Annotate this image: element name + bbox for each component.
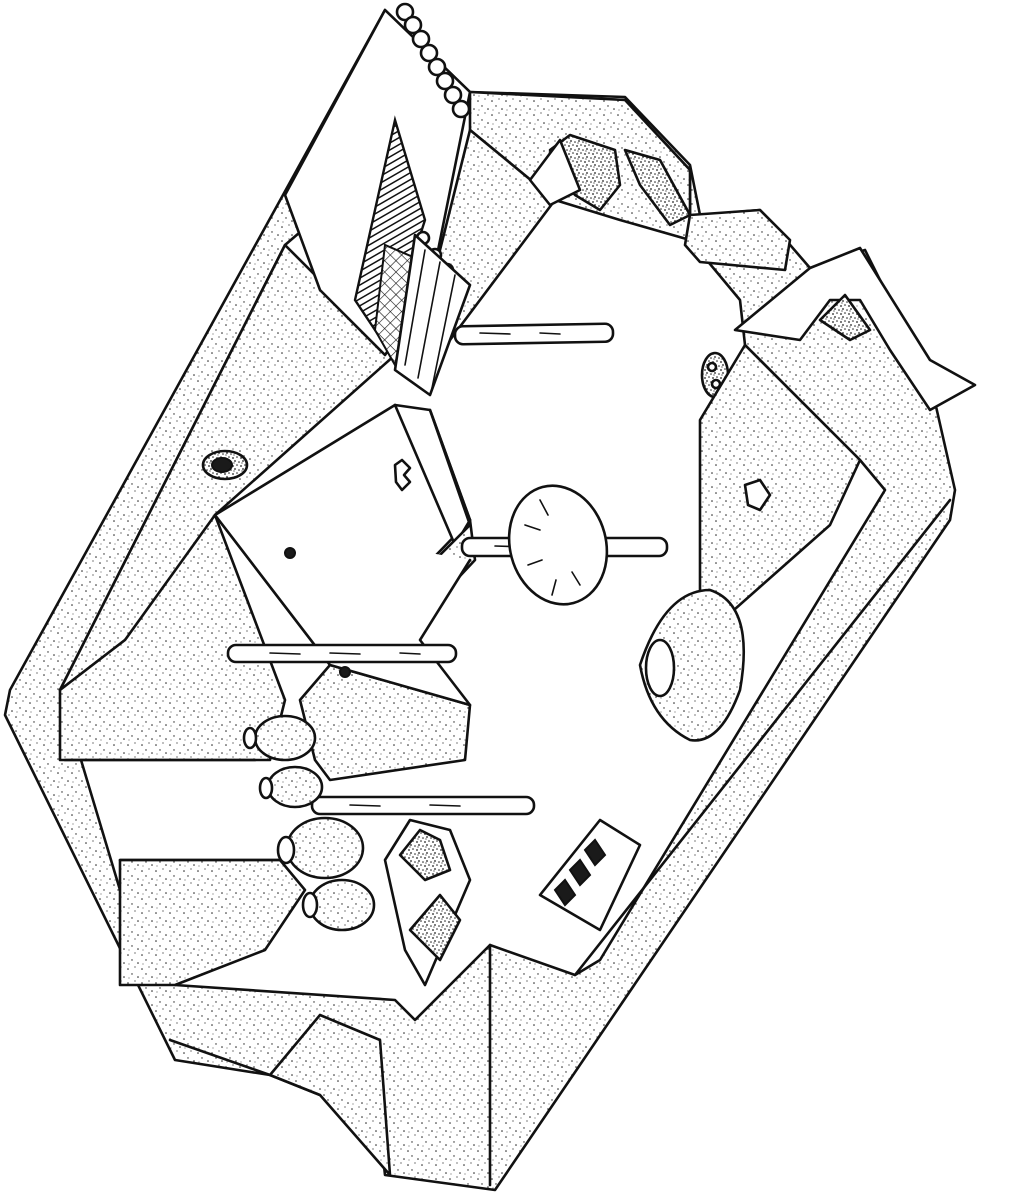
jar-2 (258, 765, 324, 809)
beam-1 (453, 322, 615, 346)
jar-1 (242, 714, 317, 762)
beam-3 (226, 643, 458, 664)
log-bundle (393, 233, 472, 397)
grinding-trough (538, 818, 642, 932)
millstone (507, 484, 609, 606)
wall-socket (201, 449, 249, 481)
bottom-wall (168, 498, 952, 1187)
bin-structure (383, 818, 472, 987)
jar-4 (301, 878, 376, 932)
niche-figure-icon (393, 458, 412, 492)
doorway-block (683, 208, 792, 272)
jar-3 (276, 816, 365, 880)
hearth-top (528, 133, 692, 227)
beam-4 (310, 795, 536, 816)
u-channel (733, 246, 977, 412)
oven-dome (638, 588, 746, 742)
